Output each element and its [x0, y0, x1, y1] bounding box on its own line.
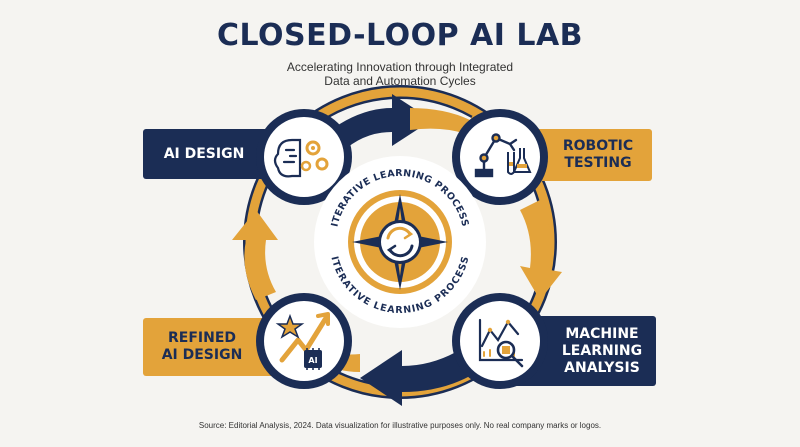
stage-label-ai-design: AI DESIGN	[150, 136, 258, 172]
growth-arrow-icon	[279, 312, 330, 363]
stage-label-robotic-testing: ROBOTIC TESTING	[548, 134, 648, 176]
testing-text: TESTING	[564, 155, 632, 171]
star-icon	[275, 313, 305, 339]
refined-text: REFINED	[167, 330, 237, 346]
brain-gears-icon	[273, 138, 329, 178]
test-tubes-icon	[507, 148, 532, 175]
arrow-analysis-to-refined	[360, 350, 470, 406]
robot-arm-icon	[474, 133, 518, 178]
analysis-text: ANALYSIS	[564, 359, 640, 376]
arrow-refined-to-design	[232, 210, 278, 300]
page-title: CLOSED-LOOP AI LAB	[216, 18, 584, 53]
refresh-cycle-icon	[386, 226, 414, 258]
learning-text: LEARNING	[561, 342, 643, 359]
machine-text: MACHINE	[565, 325, 639, 342]
ml-analysis-node	[452, 293, 548, 389]
center-compass	[314, 156, 486, 328]
subtitle-line-1: Accelerating Innovation through Integrat…	[286, 60, 514, 74]
magnifier-icon	[496, 340, 524, 368]
page-subtitle: Accelerating Innovation through Integrat…	[250, 60, 550, 88]
arrow-testing-to-analysis	[520, 200, 562, 300]
stage-label-ml-analysis: MACHINE LEARNING ANALYSIS	[552, 320, 652, 382]
ai-chip-label: AI	[308, 356, 317, 365]
source-note: Source: Editorial Analysis, 2024. Data v…	[198, 421, 602, 430]
robotic-text: ROBOTIC	[562, 138, 634, 154]
ai-design-text: AI DESIGN	[163, 145, 245, 162]
subtitle-line-2: Data and Automation Cycles	[324, 74, 476, 88]
refined-ai-design-text: AI DESIGN	[161, 347, 243, 363]
ai-design-node	[256, 109, 352, 205]
refined-ai-design-node	[256, 293, 352, 389]
stage-label-refined-ai-design: REFINED AI DESIGN	[150, 324, 254, 370]
ai-chip-icon: AI	[304, 348, 322, 370]
